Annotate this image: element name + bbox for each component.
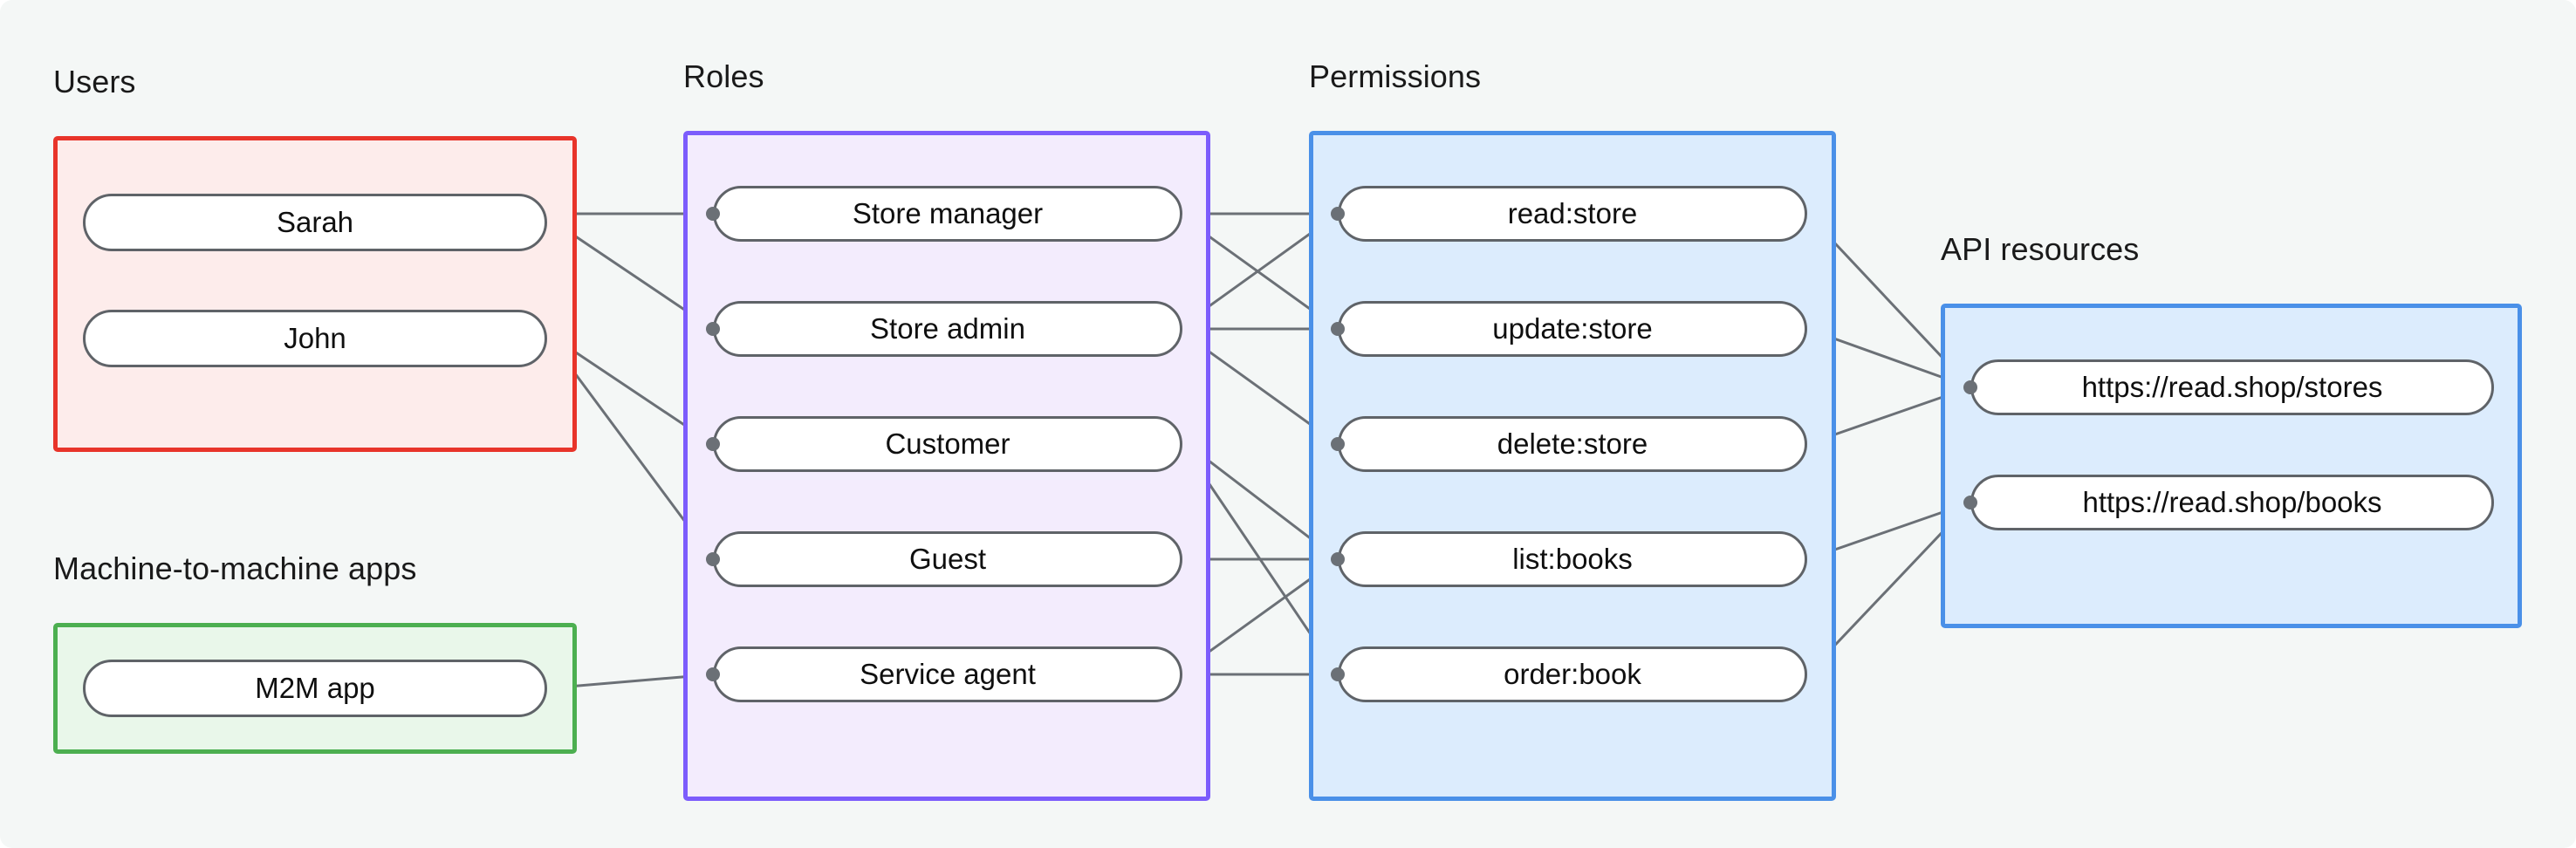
port-dot-rgst [706,552,720,566]
node-pdel[interactable]: delete:store [1338,416,1807,472]
port-dot-pdel [1331,437,1345,451]
group-label-m2m: Machine-to-machine apps [53,551,417,586]
node-sarah[interactable]: Sarah [83,194,547,251]
node-rsvc[interactable]: Service agent [713,646,1182,702]
node-plist[interactable]: list:books [1338,531,1807,587]
group-box-users [53,136,577,452]
node-abooks[interactable]: https://read.shop/books [1970,475,2494,530]
port-dot-astore [1963,380,1977,394]
port-dot-abooks [1963,496,1977,509]
port-dot-rsvc [706,667,720,681]
port-dot-rmgr [706,207,720,221]
node-rcus[interactable]: Customer [713,416,1182,472]
node-astore[interactable]: https://read.shop/stores [1970,359,2494,415]
port-dot-radm [706,322,720,336]
group-label-permissions: Permissions [1309,58,1482,94]
port-dot-rcus [706,437,720,451]
port-dot-plist [1331,552,1345,566]
port-dot-pupd [1331,322,1345,336]
node-pord[interactable]: order:book [1338,646,1807,702]
node-john[interactable]: John [83,310,547,367]
node-rgst[interactable]: Guest [713,531,1182,587]
port-dot-pread [1331,207,1345,221]
port-dot-pord [1331,667,1345,681]
node-radm[interactable]: Store admin [713,301,1182,357]
group-box-api [1941,304,2522,628]
group-label-api: API resources [1941,231,2140,267]
group-label-roles: Roles [683,58,764,94]
node-pupd[interactable]: update:store [1338,301,1807,357]
group-label-users: Users [53,64,136,99]
node-m2mapp[interactable]: M2M app [83,660,547,717]
node-pread[interactable]: read:store [1338,186,1807,242]
node-rmgr[interactable]: Store manager [713,186,1182,242]
